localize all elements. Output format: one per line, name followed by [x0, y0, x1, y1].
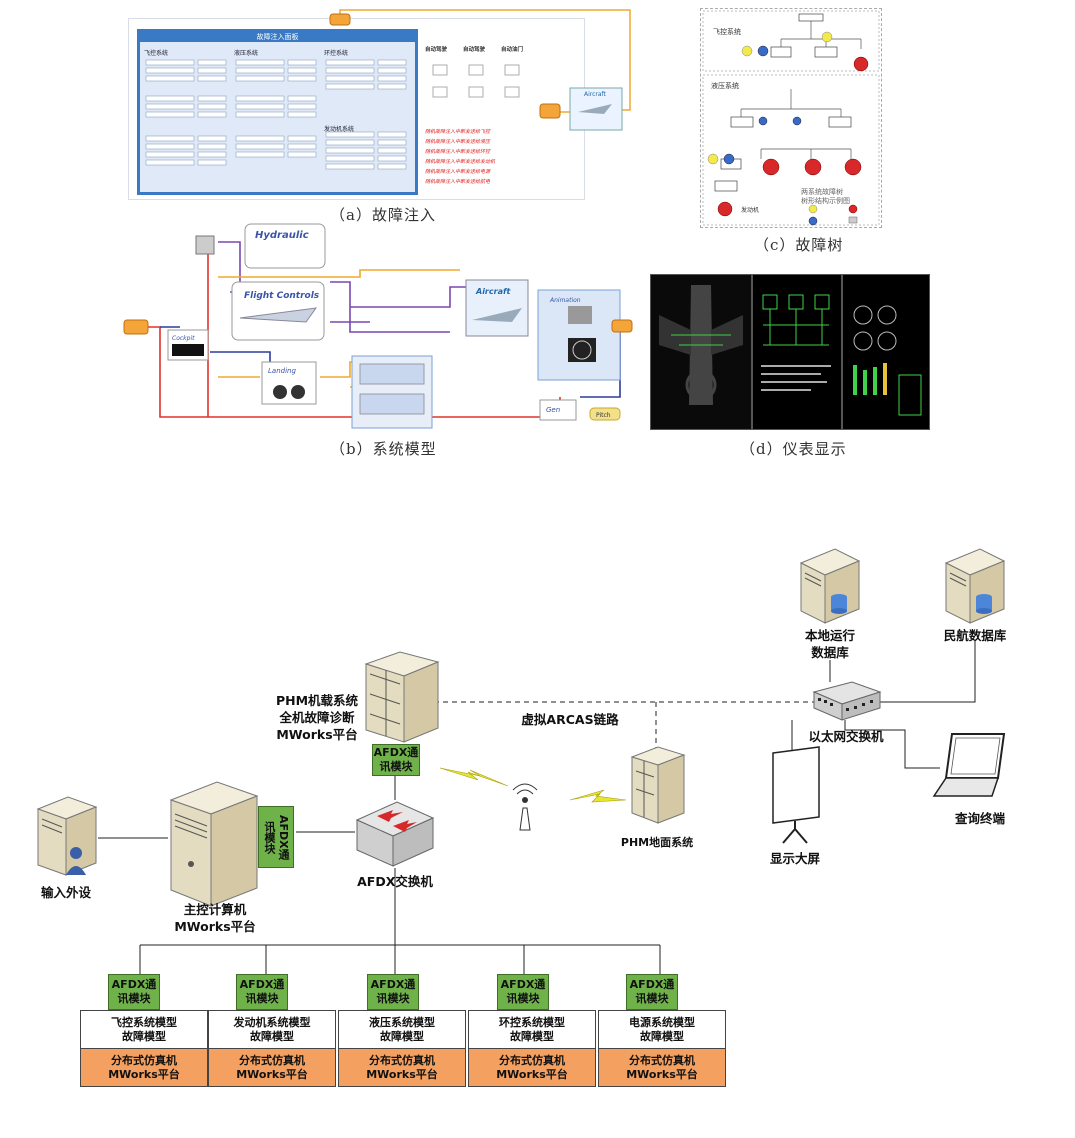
- ethernet-switch-icon: [812, 681, 882, 721]
- svg-text:Gen: Gen: [546, 406, 560, 414]
- afdx-module-3: AFDX通讯模块: [367, 974, 419, 1010]
- phm-ground-server-icon: [630, 746, 686, 824]
- caption-b: （b）系统模型: [330, 440, 437, 458]
- injection-window-title: 故障注入面板: [140, 32, 415, 42]
- red-line-1: 随机故障注入中断发送给飞控: [425, 129, 491, 135]
- svg-text:Flight Controls: Flight Controls: [244, 291, 320, 301]
- antenna-icon: [512, 783, 538, 831]
- afdx-module-phm: AFDX通讯模块: [372, 744, 420, 776]
- afdx-module-4: AFDX通讯模块: [497, 974, 549, 1010]
- svg-text:Animation: Animation: [549, 297, 581, 304]
- btn-label-3: 自动油门: [501, 47, 524, 53]
- svg-text:Aircraft: Aircraft: [475, 287, 511, 296]
- display-screen-icon: [772, 746, 820, 844]
- fault-injection-panel: 故障注入面板 飞控系统 液压系统 环控系统 发动机系统: [128, 18, 585, 200]
- section-env: 环控系统: [324, 50, 349, 57]
- local-db-label: 本地运行数据库: [804, 628, 855, 660]
- afdx-module-1: AFDX通讯模块: [108, 974, 160, 1010]
- local-db-server-icon: [799, 548, 861, 624]
- afdx-module-5: AFDX通讯模块: [626, 974, 678, 1010]
- panel-a-connectors: Aircraft: [329, 9, 631, 131]
- afdx-module-2: AFDX通讯模块: [236, 974, 288, 1010]
- injection-window: 故障注入面板 飞控系统 液压系统 环控系统 发动机系统: [137, 29, 418, 195]
- svg-text:Aircraft: Aircraft: [584, 91, 607, 98]
- red-line-5: 随机故障注入中断发送给电源: [425, 169, 491, 175]
- phm-onboard-server-icon: [364, 651, 440, 743]
- virtual-link-label: 虚拟ARCAS链路: [521, 712, 619, 727]
- caption-a: （a）故障注入: [330, 206, 436, 224]
- caption-d: （d）仪表显示: [740, 440, 847, 458]
- fault-tree-legend-title: 两系统故障树: [801, 188, 843, 196]
- fault-tree-branch-hydraulic: 液压系统: [711, 82, 739, 90]
- display-systems: [752, 274, 842, 430]
- ethernet-switch-label: 以太网交换机: [808, 729, 884, 744]
- display-engine: [650, 274, 752, 430]
- afdx-module-main: 讯模块 AFDX通: [258, 806, 294, 868]
- svg-text:Pitch: Pitch: [596, 412, 611, 419]
- main-computer-icon: [169, 781, 259, 907]
- section-hydraulic: 液压系统: [234, 50, 259, 57]
- red-line-3: 随机故障注入中断发送给环控: [425, 149, 491, 155]
- display-screen-label: 显示大屏: [769, 851, 820, 866]
- red-line-4: 随机故障注入中断发送给发动机: [425, 159, 496, 165]
- phm-ground-label: PHM地面系统: [620, 836, 694, 849]
- autopilot-buttons: 自动驾驶 自动驾驶 自动油门: [425, 35, 535, 127]
- afdx-switch-icon: [355, 801, 435, 867]
- civil-db-server-icon: [944, 548, 1006, 624]
- query-laptop-icon: [932, 733, 1006, 797]
- btn-label-2: 自动驾驶: [463, 47, 486, 53]
- fault-tree-branch-flight: 飞控系统: [713, 28, 741, 36]
- system-model-diagram: Hydraulic Flight Controls Aircraft Landi…: [123, 223, 633, 429]
- query-terminal-label: 查询终端: [954, 811, 1005, 826]
- section-engine: 发动机系统: [324, 126, 355, 133]
- svg-text:Landing: Landing: [268, 367, 296, 375]
- input-device-icon: [36, 796, 98, 876]
- caption-c: （c）故障树: [754, 236, 844, 254]
- svg-text:Hydraulic: Hydraulic: [255, 230, 309, 241]
- red-line-list: 随机故障注入中断发送给飞控 随机故障注入中断发送给液压 随机故障注入中断发送给环…: [425, 127, 575, 187]
- input-device-label: 输入外设: [40, 885, 91, 900]
- civil-db-label: 民航数据库: [943, 628, 1007, 643]
- btn-label-1: 自动驾驶: [425, 47, 448, 53]
- svg-text:Cockpit: Cockpit: [172, 335, 195, 342]
- fault-tree-branch-engine: 发动机: [741, 207, 760, 214]
- afdx-switch-label: AFDX交换机: [357, 874, 433, 889]
- instrument-display-panel: [650, 274, 930, 430]
- section-flight: 飞控系统: [144, 50, 169, 57]
- fault-tree-panel: 飞控系统 液压系统 发动机 两系统故障树 树形结构示例图: [700, 8, 882, 228]
- red-line-2: 随机故障注入中断发送给液压: [425, 139, 491, 145]
- fault-tree-legend-sub: 树形结构示例图: [801, 197, 850, 205]
- red-line-6: 随机故障注入中断发送给航电: [425, 179, 491, 185]
- display-primary: [842, 274, 930, 430]
- injection-controls-grid: [145, 59, 407, 170]
